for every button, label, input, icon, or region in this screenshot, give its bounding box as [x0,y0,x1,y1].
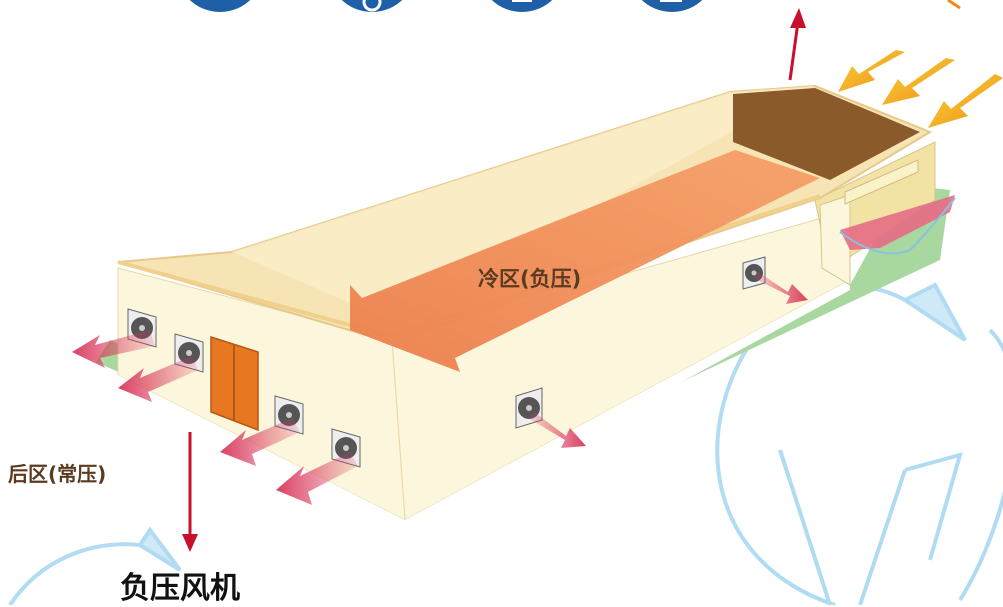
rear-zone-label: 后区(常压) [8,462,107,486]
cooling-pad [733,88,920,180]
fan-icon [341,0,403,12]
door [210,335,259,432]
recycle-icon [189,0,251,12]
exhaust-up-arrow [788,8,806,81]
swirl-decoration [8,282,1003,605]
heat-arrows [838,50,1003,128]
fan-title: 负压风机 [120,571,240,606]
fan-unit [742,256,766,290]
pointer-down-arrow [182,432,198,552]
top-icons [189,0,703,12]
cold-zone-flow-arrow [350,150,820,372]
tool-icon [641,0,703,12]
cold-zone-label: 冷区(负压) [478,267,582,291]
inlet-panel [840,195,955,250]
device-icon [491,0,553,12]
exhaust-arrows [72,272,808,505]
